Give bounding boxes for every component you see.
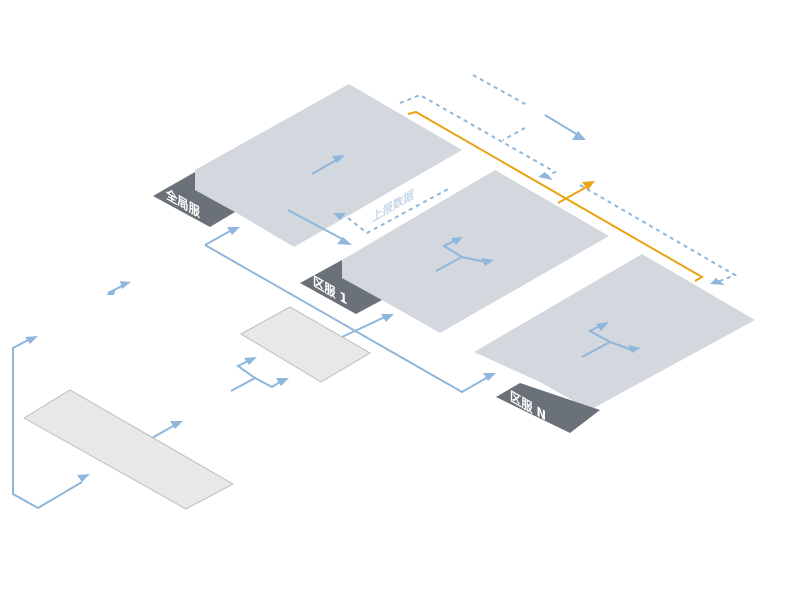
lower-connectors <box>12 227 496 510</box>
highlight-connector <box>557 184 591 204</box>
arrowhead <box>337 237 352 245</box>
highlight-connector <box>407 110 705 282</box>
connector <box>544 114 579 136</box>
region1-panel <box>342 170 609 333</box>
connector <box>435 239 487 272</box>
arrowhead <box>451 237 463 245</box>
arrowhead <box>596 322 609 331</box>
arrowhead <box>538 172 553 180</box>
global-tab <box>153 172 235 227</box>
connector <box>581 325 633 358</box>
highlight-arrowhead <box>582 181 595 190</box>
arrowhead <box>572 131 586 140</box>
service-box-small[interactable] <box>239 306 371 383</box>
arrowhead <box>710 278 725 285</box>
regionN-panel <box>474 254 755 410</box>
connector <box>287 209 345 241</box>
arrowhead <box>333 213 346 220</box>
arrowhead <box>628 345 641 353</box>
arrowhead <box>332 155 345 163</box>
arrowhead <box>481 258 494 266</box>
regionN-tab <box>496 383 600 433</box>
region1-tab <box>300 260 382 314</box>
service-box-large[interactable] <box>23 389 235 510</box>
